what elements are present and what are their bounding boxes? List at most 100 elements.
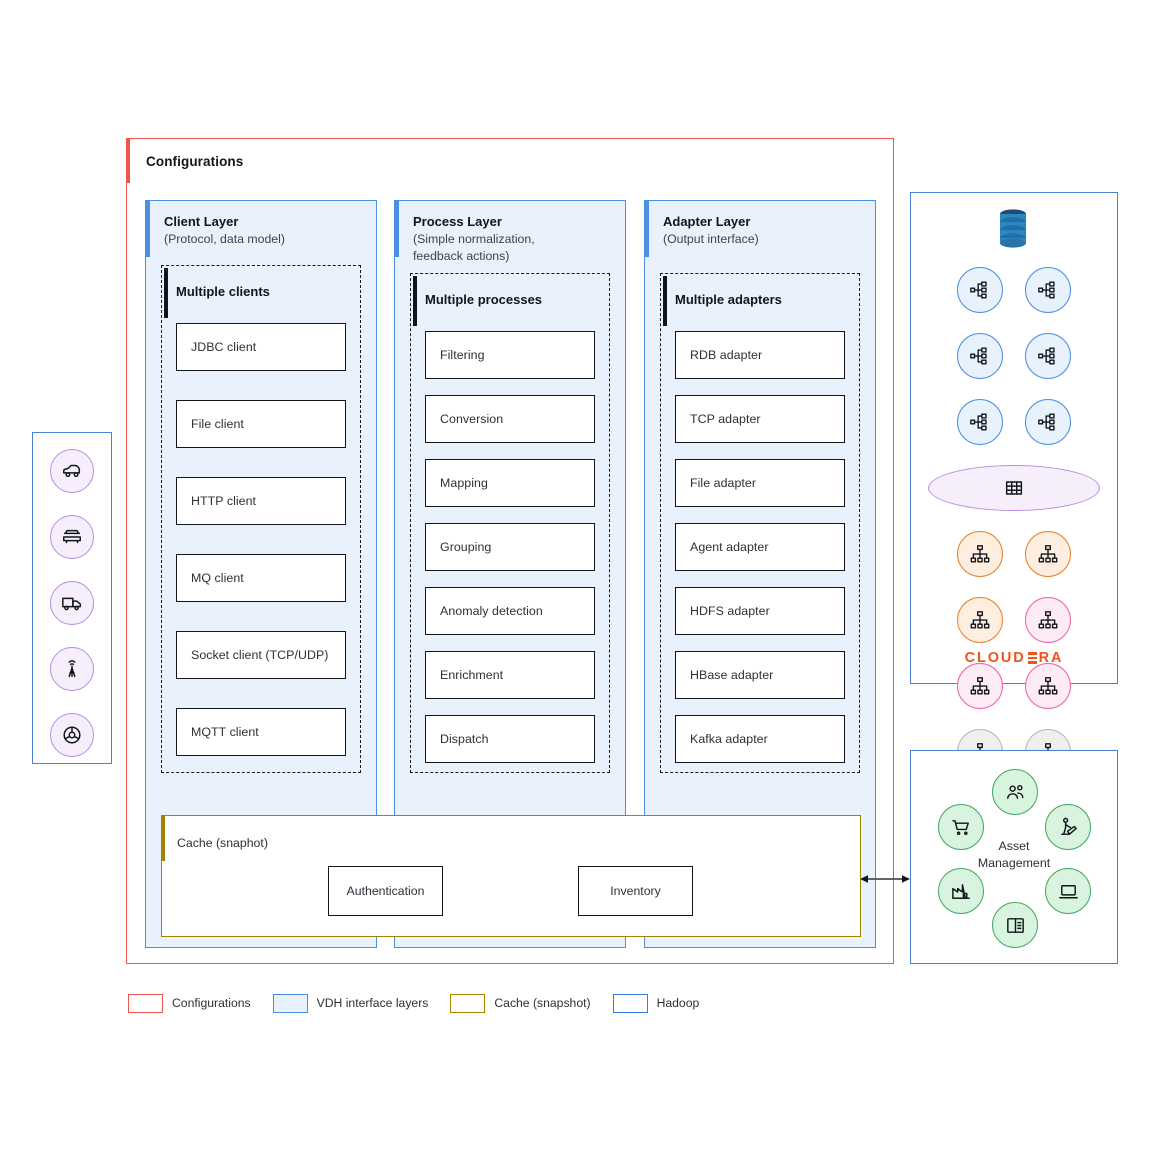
layer-subtitle-adapter: (Output interface) [663, 232, 759, 247]
sitemap-icon[interactable] [1025, 333, 1071, 379]
layer-accent-client [145, 200, 150, 257]
legend-item: Hadoop [612, 993, 700, 1013]
laptop-icon[interactable] [1045, 868, 1091, 914]
layer-item-adapter[interactable]: RDB adapter [675, 331, 845, 379]
layer-item-label: Grouping [440, 540, 492, 554]
org-chart-icon[interactable] [957, 531, 1003, 577]
cache-snapshot-box [161, 815, 861, 937]
layer-header-client: Client Layer (Protocol, data model) [146, 201, 376, 248]
layer-accent-adapter [644, 200, 649, 257]
layer-item-client[interactable]: MQ client [176, 554, 346, 602]
layer-item-process[interactable]: Conversion [425, 395, 595, 443]
layer-item-adapter[interactable]: Agent adapter [675, 523, 845, 571]
sitemap-icon[interactable] [957, 333, 1003, 379]
layer-item-label: Kafka adapter [690, 732, 768, 746]
group-box-multiple-adapters [660, 273, 860, 773]
legend-item: VDH interface layers [272, 993, 428, 1013]
org-chart-icon[interactable] [1025, 597, 1071, 643]
org-chart-icon[interactable] [957, 597, 1003, 643]
layer-title-client: Client Layer [164, 214, 239, 229]
cache-chip-label: Inventory [610, 884, 661, 898]
book-open-icon[interactable] [992, 902, 1038, 948]
layer-item-label: File client [191, 417, 244, 431]
layer-item-adapter[interactable]: Kafka adapter [675, 715, 845, 763]
org-chart-icon[interactable] [1025, 531, 1071, 577]
layer-item-client[interactable]: HTTP client [176, 477, 346, 525]
layer-item-label: Conversion [440, 412, 504, 426]
legend-label: Hadoop [656, 996, 700, 1010]
car-front-icon[interactable] [50, 515, 94, 559]
layer-item-label: JDBC client [191, 340, 257, 354]
database-stack-icon [911, 193, 1117, 253]
group-label-multiple-processes: Multiple processes [425, 292, 543, 307]
legend-label: Cache (snapshot) [494, 996, 591, 1010]
layer-item-process[interactable]: Enrichment [425, 651, 595, 699]
legend-swatch [128, 993, 163, 1013]
cache-chip-authentication[interactable]: Authentication [328, 866, 443, 916]
group-box-multiple-clients [161, 265, 361, 773]
sitemap-icon[interactable] [1025, 267, 1071, 313]
grid-table-icon[interactable] [928, 465, 1100, 511]
layer-item-label: Socket client (TCP/UDP) [191, 648, 329, 662]
cloudera-wordmark-text: CLOUD RA [964, 650, 1064, 666]
layer-item-process[interactable]: Dispatch [425, 715, 595, 763]
legend-label: Configurations [172, 996, 251, 1010]
layer-item-process[interactable]: Grouping [425, 523, 595, 571]
sitemap-icon[interactable] [1025, 399, 1071, 445]
layer-item-label: HBase adapter [690, 668, 774, 682]
layer-subtitle-client: (Protocol, data model) [164, 232, 285, 247]
cache-label: Cache (snaphot) [177, 836, 268, 850]
layer-item-client[interactable]: JDBC client [176, 323, 346, 371]
factory-icon[interactable] [938, 868, 984, 914]
layer-item-process[interactable]: Anomaly detection [425, 587, 595, 635]
sitemap-icon[interactable] [957, 267, 1003, 313]
asset-management-label: Asset Management [977, 839, 1051, 870]
layer-item-process[interactable]: Filtering [425, 331, 595, 379]
legend-swatch [612, 993, 648, 1013]
layer-item-label: TCP adapter [690, 412, 761, 426]
cache-chip-inventory[interactable]: Inventory [578, 866, 693, 916]
layer-item-client[interactable]: File client [176, 400, 346, 448]
worker-icon[interactable] [1045, 804, 1091, 850]
antenna-tower-icon[interactable] [50, 647, 94, 691]
vehicle-sources-panel [32, 432, 112, 764]
wheel-sensor-icon[interactable] [50, 713, 94, 757]
shopping-cart-icon[interactable] [938, 804, 984, 850]
hadoop-cluster-panel [910, 192, 1118, 841]
layer-item-adapter[interactable]: HDFS adapter [675, 587, 845, 635]
truck-icon[interactable] [50, 581, 94, 625]
org-chart-icon[interactable] [1025, 663, 1071, 709]
cache-chip-label: Authentication [346, 884, 425, 898]
layer-item-label: Mapping [440, 476, 488, 490]
layer-item-client[interactable]: Socket client (TCP/UDP) [176, 631, 346, 679]
group-accent-processes [413, 276, 417, 326]
layer-item-label: Agent adapter [690, 540, 769, 554]
layer-item-adapter[interactable]: TCP adapter [675, 395, 845, 443]
group-label-multiple-clients: Multiple clients [176, 284, 270, 299]
layer-item-adapter[interactable]: File adapter [675, 459, 845, 507]
layer-subtitle-process: (Simple normalization, feedback actions) [413, 232, 535, 263]
car-icon[interactable] [50, 449, 94, 493]
layer-title-adapter: Adapter Layer [663, 214, 751, 229]
layer-item-process[interactable]: Mapping [425, 459, 595, 507]
configurations-accent-bar [126, 138, 130, 183]
configurations-title: Configurations [146, 154, 244, 169]
layer-item-label: Enrichment [440, 668, 504, 682]
cache-accent-bar [161, 815, 165, 861]
layer-header-adapter: Adapter Layer (Output interface) [645, 201, 875, 248]
cache-asset-connector-arrow [860, 872, 910, 884]
layer-item-adapter[interactable]: HBase adapter [675, 651, 845, 699]
layer-item-label: Filtering [440, 348, 485, 362]
users-group-icon[interactable] [992, 769, 1038, 815]
layer-item-label: Dispatch [440, 732, 489, 746]
asset-management-panel [910, 750, 1118, 964]
layer-item-client[interactable]: MQTT client [176, 708, 346, 756]
layer-item-label: HTTP client [191, 494, 257, 508]
layer-header-process: Process Layer (Simple normalization, fee… [395, 201, 625, 264]
layer-item-label: RDB adapter [690, 348, 763, 362]
sitemap-icon[interactable] [957, 399, 1003, 445]
layer-item-label: MQTT client [191, 725, 259, 739]
legend-swatch [272, 993, 308, 1013]
org-chart-icon[interactable] [957, 663, 1003, 709]
cloudera-e-glyph [1027, 652, 1037, 664]
